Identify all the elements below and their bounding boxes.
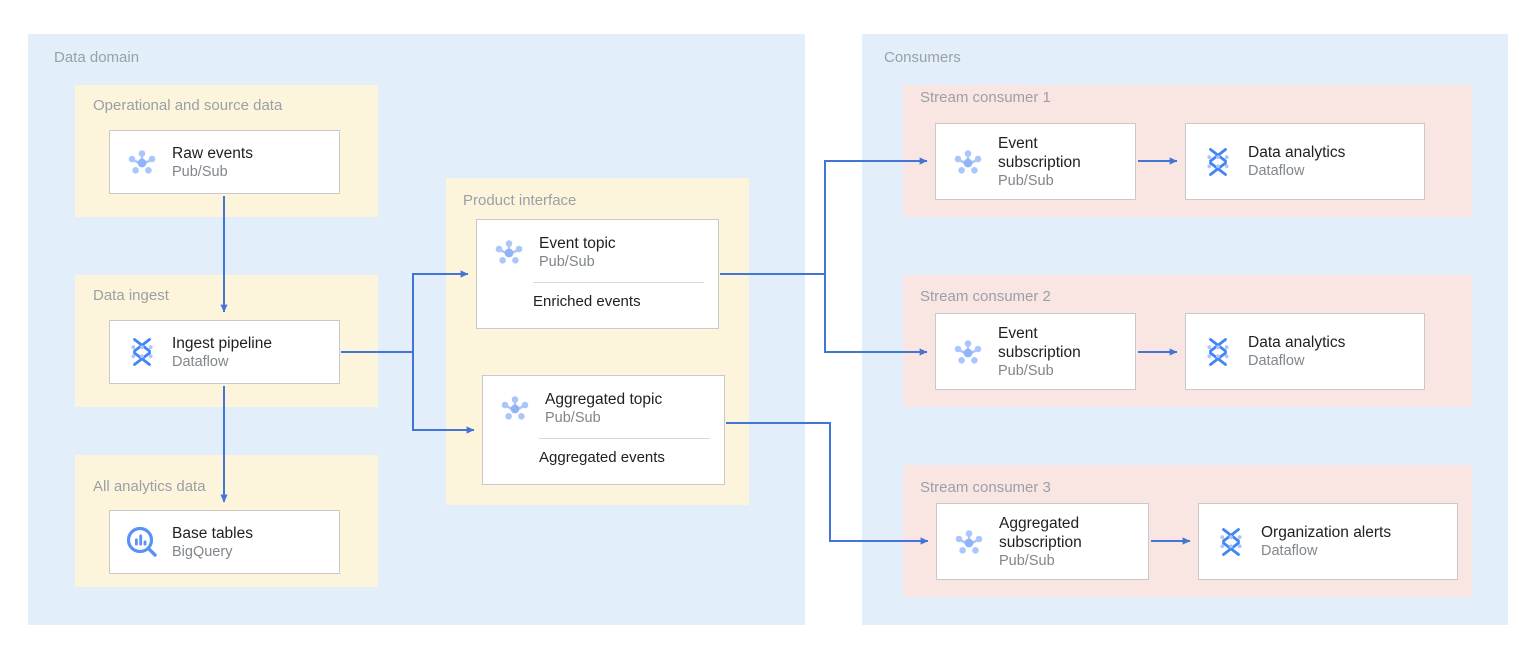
group-all-analytics-data-title: All analytics data: [93, 478, 206, 495]
group-stream-consumer-2-title: Stream consumer 2: [920, 288, 1051, 305]
card-title: Raw events: [172, 144, 253, 162]
pubsub-icon: [120, 140, 164, 184]
pubsub-icon: [487, 230, 531, 274]
card-organization-alerts-3[interactable]: Organization alerts Dataflow: [1198, 503, 1458, 580]
card-title: Event subscription: [998, 134, 1081, 171]
card-payload-label: Enriched events: [533, 293, 641, 310]
dataflow-icon: [1209, 520, 1253, 564]
bigquery-icon: [120, 520, 164, 564]
group-data-ingest-title: Data ingest: [93, 287, 169, 304]
card-divider: [539, 438, 710, 439]
card-aggregated-topic[interactable]: Aggregated topic Pub/Sub Aggregated even…: [482, 375, 725, 485]
dataflow-icon: [1196, 140, 1240, 184]
card-title: Ingest pipeline: [172, 334, 272, 352]
pubsub-icon: [493, 386, 537, 430]
card-title: Organization alerts: [1261, 524, 1392, 541]
card-service: BigQuery: [172, 543, 233, 560]
dataflow-icon: [1196, 330, 1240, 374]
product-interface-title: Product interface: [463, 192, 577, 209]
card-event-topic[interactable]: Event topic Pub/Sub Enriched events: [476, 219, 719, 329]
card-service: Dataflow: [1261, 543, 1318, 559]
card-service: Pub/Sub: [998, 362, 1054, 379]
card-service: Dataflow: [172, 353, 229, 370]
card-data-analytics-1[interactable]: Data analytics Dataflow: [1185, 123, 1425, 200]
dataflow-icon: [120, 330, 164, 374]
card-service: Pub/Sub: [172, 163, 228, 180]
card-data-analytics-2[interactable]: Data analytics Dataflow: [1185, 313, 1425, 390]
card-title: Aggregated subscription: [999, 514, 1082, 551]
card-title: Data analytics: [1248, 334, 1346, 351]
card-payload-label: Aggregated events: [539, 449, 665, 466]
card-title: Event subscription: [998, 324, 1081, 361]
card-event-subscription-2[interactable]: Event subscription Pub/Sub: [935, 313, 1136, 390]
card-service: Dataflow: [1248, 163, 1305, 179]
card-aggregated-subscription-3[interactable]: Aggregated subscription Pub/Sub: [936, 503, 1149, 580]
card-divider: [533, 282, 704, 283]
card-base-tables[interactable]: Base tables BigQuery: [109, 510, 340, 574]
card-title: Data analytics: [1248, 144, 1346, 161]
card-service: Pub/Sub: [545, 409, 601, 426]
consumers-title: Consumers: [884, 49, 961, 66]
pubsub-icon: [947, 520, 991, 564]
pubsub-icon: [946, 330, 990, 374]
card-ingest-pipeline[interactable]: Ingest pipeline Dataflow: [109, 320, 340, 384]
card-service: Pub/Sub: [999, 552, 1055, 569]
card-service: Pub/Sub: [998, 172, 1054, 189]
card-title: Base tables: [172, 524, 253, 542]
card-title: Event topic: [539, 234, 616, 252]
card-service: Pub/Sub: [539, 253, 595, 270]
pubsub-icon: [946, 140, 990, 184]
card-raw-events[interactable]: Raw events Pub/Sub: [109, 130, 340, 194]
card-title: Aggregated topic: [545, 390, 663, 408]
group-operational-source-data-title: Operational and source data: [93, 97, 283, 114]
group-stream-consumer-3-title: Stream consumer 3: [920, 479, 1051, 496]
data-domain-title: Data domain: [54, 49, 140, 66]
group-stream-consumer-1-title: Stream consumer 1: [920, 89, 1051, 106]
card-service: Dataflow: [1248, 353, 1305, 369]
card-event-subscription-1[interactable]: Event subscription Pub/Sub: [935, 123, 1136, 200]
